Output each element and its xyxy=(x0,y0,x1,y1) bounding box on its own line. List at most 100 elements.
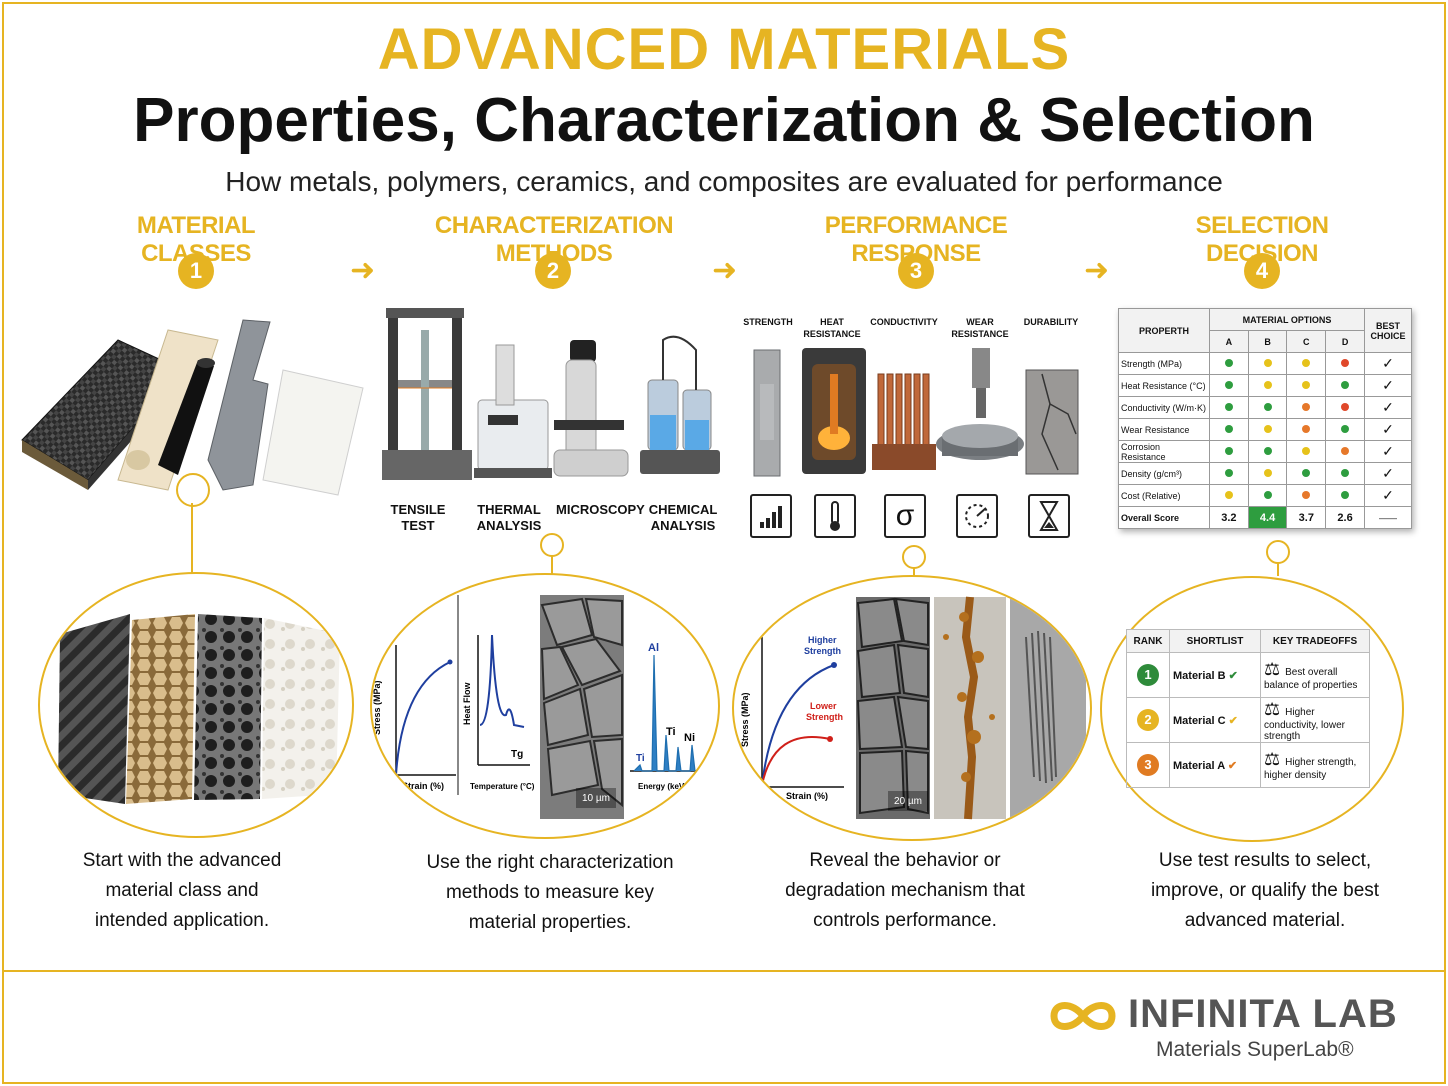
best-check-icon: ✓ xyxy=(1364,352,1412,375)
response-scale: 20 µm xyxy=(894,796,922,807)
response-xlabel: Strain (%) xyxy=(786,791,828,801)
score-cell-best: 4.4 xyxy=(1247,506,1288,529)
score-cell: 3.2 xyxy=(1209,506,1249,529)
step-4-number: 4 xyxy=(1244,253,1280,289)
rating-cell xyxy=(1325,440,1365,463)
rating-dot-icon xyxy=(1263,468,1272,477)
check-circle-icon: ✔ xyxy=(1225,669,1238,682)
subtitle: Properties, Characterization & Selection xyxy=(133,86,1315,155)
rating-cell xyxy=(1286,396,1327,419)
rating-dot-icon xyxy=(1263,490,1272,499)
peak-label-al: Al xyxy=(648,642,659,654)
rank-badge: 3 xyxy=(1137,754,1159,776)
property-cell: Strength (MPa) xyxy=(1118,352,1210,375)
material-microstructure-ellipse xyxy=(38,572,354,838)
step-3-number: 3 xyxy=(898,253,934,289)
method-label-microscopy: MICROSCOPY xyxy=(556,502,645,517)
best-check-icon: ✓ xyxy=(1364,440,1412,463)
main-title: ADVANCED MATERIALS xyxy=(377,17,1071,82)
rank-badge: 1 xyxy=(1137,664,1159,686)
check-circle-icon: ✔ xyxy=(1225,714,1238,727)
connector-line xyxy=(551,555,553,575)
rating-cell xyxy=(1286,462,1327,485)
shortlist-header: SHORTLIST xyxy=(1169,629,1261,653)
tensile-xlabel: Strain (%) xyxy=(402,781,444,791)
bar-chart-icon xyxy=(750,494,792,538)
property-cell: Conductivity (W/m·K) xyxy=(1118,396,1210,419)
rating-dot-icon xyxy=(1302,358,1311,367)
best-check-icon: ✓ xyxy=(1364,396,1412,419)
rating-cell xyxy=(1209,396,1249,419)
best-check-icon: ✓ xyxy=(1364,484,1412,507)
rating-cell xyxy=(1209,374,1249,397)
sigma-icon: σ xyxy=(884,494,926,538)
rating-cell xyxy=(1247,462,1288,485)
thermal-xlabel: Temperature (°C) xyxy=(470,782,535,791)
response-samples-illustration xyxy=(753,348,1079,477)
rating-dot-icon xyxy=(1224,380,1233,389)
rating-cell xyxy=(1286,352,1327,375)
selection-row: Strength (MPa) ✓ xyxy=(1118,352,1412,375)
rating-cell xyxy=(1247,374,1288,397)
step-2-heading: CHARACTERIZATION METHODS xyxy=(434,212,674,267)
property-cell: Wear Resistance xyxy=(1118,418,1210,441)
rating-dot-icon xyxy=(1341,468,1350,477)
rating-dot-icon xyxy=(1341,402,1350,411)
rating-dot-icon xyxy=(1224,490,1233,499)
rating-cell xyxy=(1286,374,1327,397)
rating-cell xyxy=(1325,352,1365,375)
step-1-number: 1 xyxy=(178,253,214,289)
rating-cell xyxy=(1325,374,1365,397)
rating-cell xyxy=(1209,484,1249,507)
response-label-conductivity: CONDUCTIVITY xyxy=(870,317,938,327)
thermal-ylabel: Heat Flow xyxy=(462,681,472,725)
rank-badge: 2 xyxy=(1137,709,1159,731)
step-2-number: 2 xyxy=(535,253,571,289)
tensile-ylabel: Stress (MPa) xyxy=(372,680,382,735)
col-property-header: PROPERTH xyxy=(1118,308,1210,353)
rating-cell xyxy=(1247,440,1288,463)
rating-cell xyxy=(1247,418,1288,441)
option-header: A xyxy=(1209,330,1249,353)
connector-line xyxy=(913,567,915,577)
peak-label-ti: Ti xyxy=(636,753,645,764)
score-cell: 2.6 xyxy=(1325,506,1365,529)
rating-dot-icon xyxy=(1341,380,1350,389)
rating-dot-icon xyxy=(1302,468,1311,477)
rating-cell xyxy=(1209,462,1249,485)
rating-cell xyxy=(1325,396,1365,419)
response-label-durability: DURABILITY xyxy=(1023,317,1079,327)
score-cell: 3.7 xyxy=(1286,506,1327,529)
infinity-logo-icon xyxy=(1050,1002,1116,1030)
col-options-header: MATERIAL OPTIONS xyxy=(1209,308,1365,331)
rating-dot-icon xyxy=(1224,468,1233,477)
material-samples-illustration xyxy=(21,319,364,496)
selection-row: Conductivity (W/m·K) ✓ xyxy=(1118,396,1412,419)
property-cell: Corrosion Resistance xyxy=(1118,440,1210,463)
scale-icon: ⚖ xyxy=(1264,698,1286,719)
rating-dot-icon xyxy=(1263,380,1272,389)
hourglass-icon xyxy=(1028,494,1070,538)
rating-cell xyxy=(1325,484,1365,507)
rating-cell xyxy=(1209,440,1249,463)
rating-dot-icon xyxy=(1263,446,1272,455)
best-check-icon: ✓ xyxy=(1364,418,1412,441)
connector-circle xyxy=(902,545,926,569)
response-label-strength: STRENGTH xyxy=(743,317,793,327)
instruments-illustration xyxy=(382,308,720,480)
rating-dot-icon xyxy=(1224,402,1233,411)
scale-icon: ⚖ xyxy=(1264,749,1286,769)
response-ylabel: Stress (MPa) xyxy=(740,692,750,747)
connector-circle xyxy=(1266,540,1290,564)
selection-row: Heat Resistance (°C)✓ xyxy=(1118,374,1412,397)
footer-divider xyxy=(4,970,1444,972)
characterization-results-ellipse: Stress (MPa) Strain (%) Heat Flow Temper… xyxy=(370,573,720,839)
